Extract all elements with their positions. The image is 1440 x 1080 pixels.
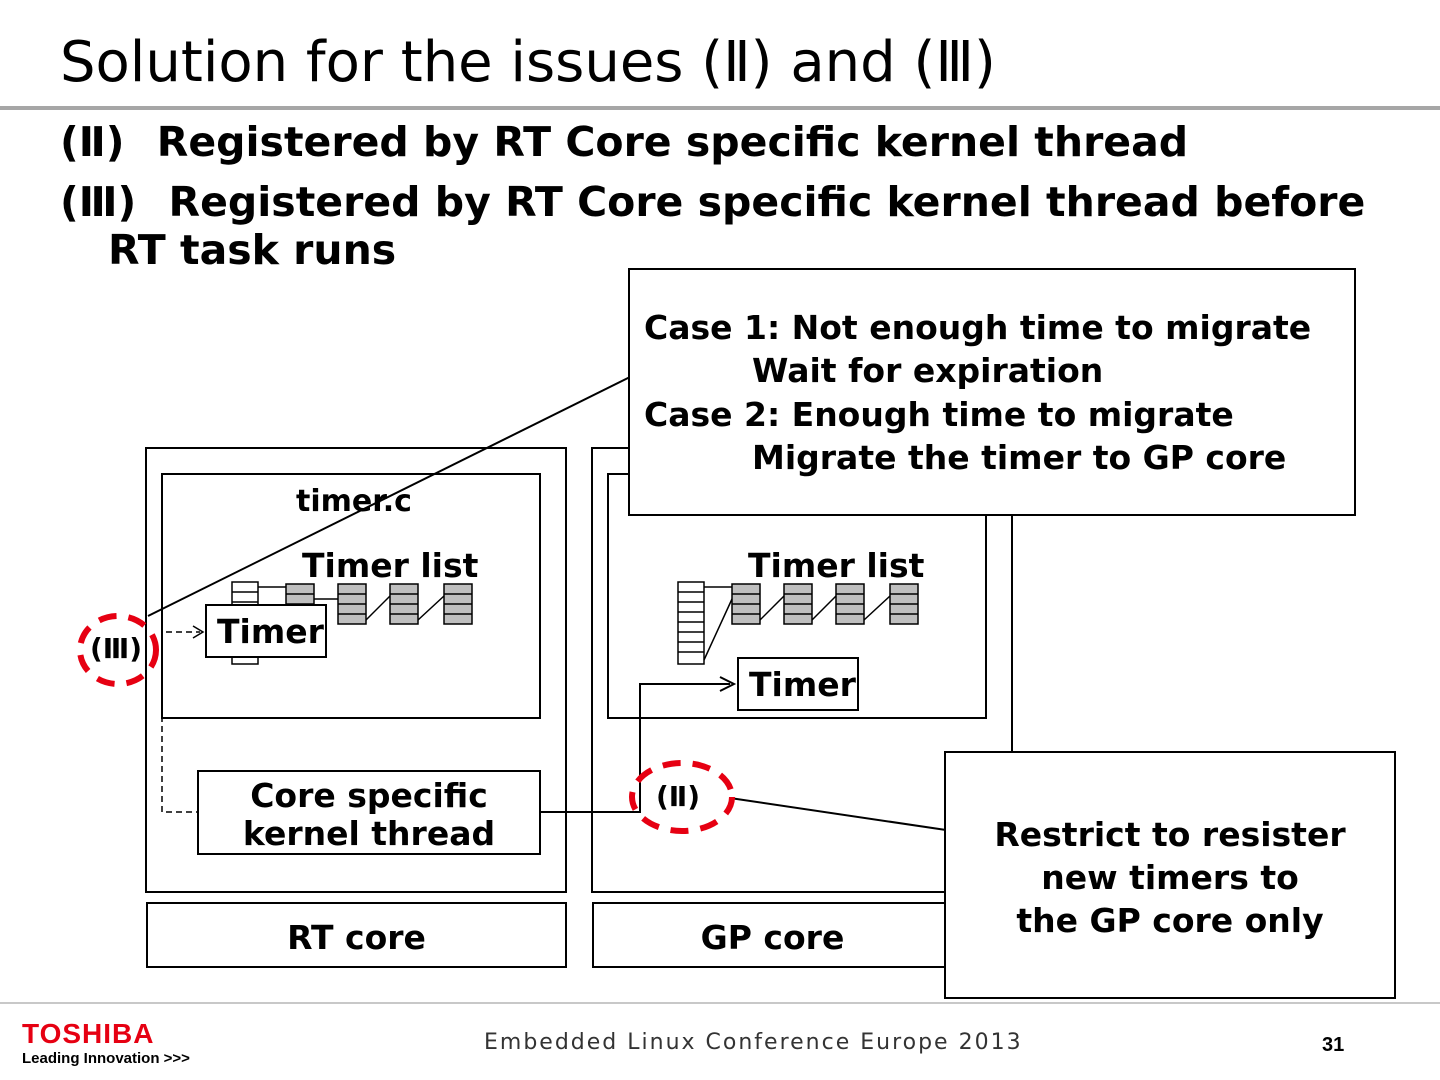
gp-issue-marker: (Ⅱ) xyxy=(656,780,701,813)
gp-timer-box: Timer xyxy=(737,657,859,711)
case1-line: Case 1: Not enough time to migrate xyxy=(644,308,1312,347)
bullet-text: Registered by RT Core specific kernel th… xyxy=(168,178,1366,226)
case2-line: Case 2: Enough time to migrate xyxy=(644,395,1234,434)
rt-file-label: timer.c xyxy=(296,484,412,519)
bottom-callout-pointer xyxy=(729,797,947,831)
conference-name: Embedded Linux Conference Europe 2013 xyxy=(484,1030,1023,1055)
gp-register-arrow xyxy=(540,683,730,813)
restriction-callout: Restrict to resister new timers to the G… xyxy=(944,751,1396,999)
company-logo: TOSHIBA xyxy=(22,1018,155,1049)
gp-timer-list-label: Timer list xyxy=(748,546,925,585)
page-number: 31 xyxy=(1322,1034,1345,1056)
restriction-line1: Restrict to resister xyxy=(994,815,1346,854)
bullet-marker: (Ⅱ) xyxy=(60,118,125,166)
bullet-marker: (Ⅲ) xyxy=(60,178,137,226)
rt-core-frame xyxy=(145,447,567,893)
callout-pointer-line xyxy=(147,375,633,617)
case1-action: Wait for expiration xyxy=(752,351,1104,390)
thread-label-line2: kernel thread xyxy=(242,814,496,853)
rt-core-box: RT core xyxy=(146,902,567,968)
gp-timer-label: Timer xyxy=(749,665,856,704)
bullet-issue-3: (Ⅲ) Registered by RT Core specific kerne… xyxy=(60,178,1365,226)
rt-core-label: RT core xyxy=(287,918,426,957)
footer-divider xyxy=(0,1002,1440,1004)
rt-issue-marker: (Ⅲ) xyxy=(90,632,143,665)
rt-timer-list-label: Timer list xyxy=(302,546,479,585)
restriction-line2: new timers to xyxy=(1041,858,1299,897)
gp-timer-list-nodes xyxy=(703,583,919,661)
title-divider xyxy=(0,106,1440,110)
slide-title: Solution for the issues (Ⅱ) and (Ⅲ) xyxy=(60,30,996,95)
bullet-issue-2: (Ⅱ) Registered by RT Core specific kerne… xyxy=(60,118,1188,166)
rt-timer-box: Timer xyxy=(205,604,327,658)
company-tagline: Leading Innovation >>> xyxy=(22,1050,190,1067)
rt-thread-dashed-link xyxy=(161,676,198,813)
gp-timer-list-stack xyxy=(677,581,705,665)
thread-label-line1: Core specific xyxy=(250,776,488,815)
rt-timer-module-frame xyxy=(161,473,541,719)
bullet-text: Registered by RT Core specific kernel th… xyxy=(156,118,1189,166)
gp-core-label: GP core xyxy=(700,918,845,957)
restriction-line3: the GP core only xyxy=(1016,901,1324,940)
gp-core-box: GP core xyxy=(592,902,1013,968)
migration-cases-callout: Case 1: Not enough time to migrate Wait … xyxy=(628,268,1356,516)
issue-3-highlight xyxy=(77,613,159,687)
issue-2-highlight xyxy=(629,760,735,834)
core-specific-kernel-thread-box: Core specific kernel thread xyxy=(197,770,541,855)
case2-action: Migrate the timer to GP core xyxy=(752,438,1287,477)
rt-timer-label: Timer xyxy=(217,612,324,651)
bullet-continuation: RT task runs xyxy=(108,226,397,274)
